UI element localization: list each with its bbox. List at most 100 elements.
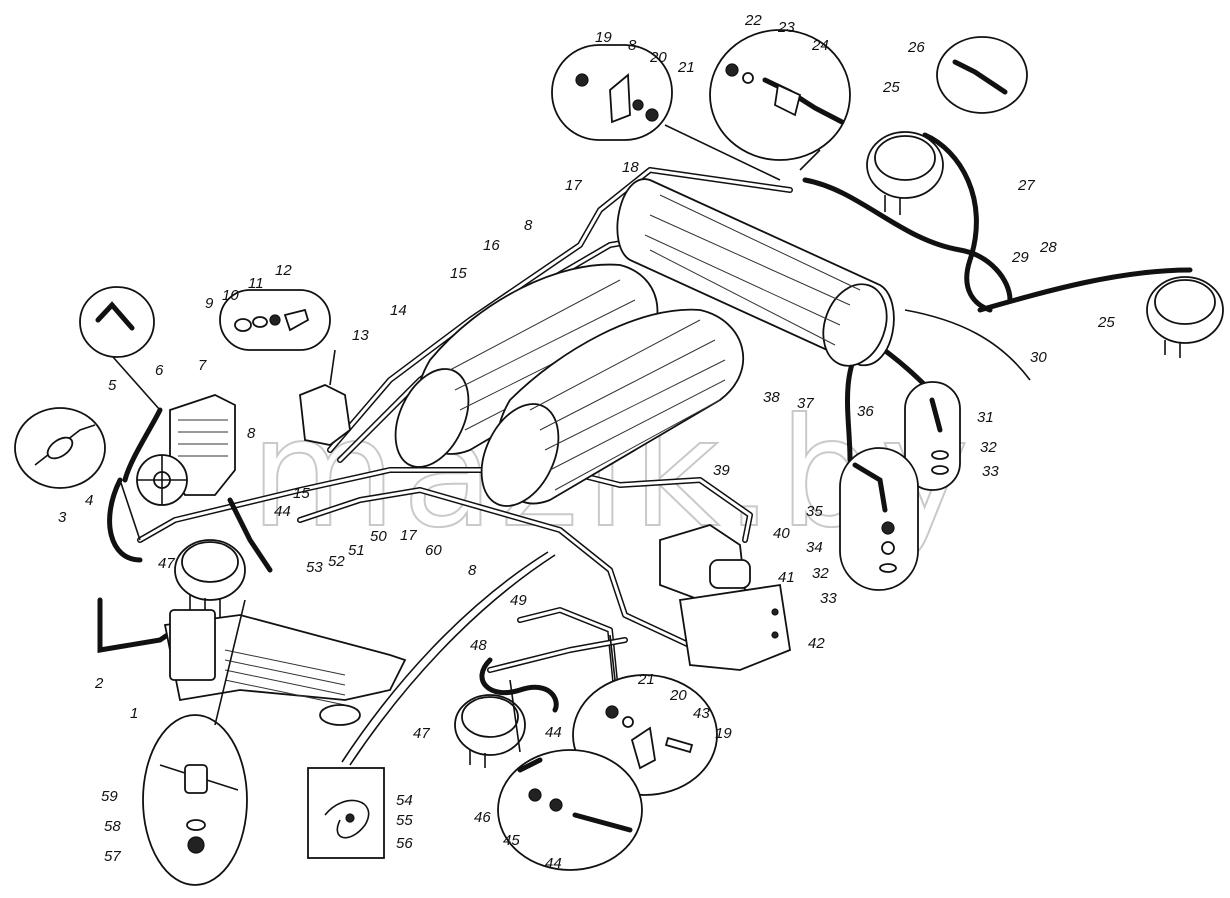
- label-5: 5: [108, 377, 117, 394]
- callout-3: [14, 407, 106, 489]
- label-60: 60: [425, 542, 442, 559]
- label-48: 48: [470, 637, 487, 654]
- label-26: 26: [907, 39, 925, 56]
- label-45: 45: [503, 832, 520, 849]
- leader-lines: [112, 124, 821, 753]
- callout-9-12: [219, 289, 331, 351]
- label-12: 12: [275, 262, 292, 279]
- label-40: 40: [773, 525, 790, 542]
- label-56: 56: [396, 835, 413, 852]
- label-21-top: 21: [677, 59, 695, 76]
- label-20-top: 20: [649, 49, 667, 66]
- label-27: 27: [1017, 177, 1035, 194]
- brake-chamber-47-front-right: [454, 694, 526, 768]
- label-33-lower: 33: [820, 590, 837, 607]
- callout-57-59: [142, 714, 248, 886]
- label-35: 35: [806, 503, 823, 520]
- label-41: 41: [778, 569, 795, 586]
- callout-19-21-top: [551, 44, 673, 141]
- label-15-left: 15: [293, 485, 310, 502]
- label-29: 29: [1011, 249, 1029, 266]
- label-15-top: 15: [450, 265, 467, 282]
- label-4: 4: [85, 492, 93, 509]
- label-31: 31: [977, 409, 994, 426]
- label-46: 46: [474, 809, 491, 826]
- label-47-bottom: 47: [413, 725, 430, 742]
- label-14: 14: [390, 302, 407, 319]
- label-55: 55: [396, 812, 413, 829]
- label-9: 9: [205, 295, 214, 312]
- label-6: 6: [155, 362, 164, 379]
- label-49: 49: [510, 592, 527, 609]
- pipelines: [97, 132, 1193, 766]
- label-59: 59: [101, 788, 118, 805]
- brake-chamber-47-front-left: [174, 539, 246, 618]
- label-50: 50: [370, 528, 387, 545]
- label-53: 53: [306, 559, 323, 576]
- label-36: 36: [857, 403, 874, 420]
- label-57: 57: [104, 848, 121, 865]
- label-17-bottom: 17: [400, 527, 417, 544]
- label-54: 54: [396, 792, 413, 809]
- label-1: 1: [130, 705, 138, 722]
- label-3: 3: [58, 509, 67, 526]
- label-43: 43: [693, 705, 710, 722]
- label-33-right: 33: [982, 463, 999, 480]
- callout-44-46: [497, 749, 643, 871]
- label-52: 52: [328, 553, 345, 570]
- callout-31-33: [904, 381, 961, 491]
- label-38: 38: [763, 389, 780, 406]
- label-30: 30: [1030, 349, 1047, 366]
- label-13: 13: [352, 327, 369, 344]
- frame-section-1: [163, 609, 407, 726]
- label-32-right: 32: [980, 439, 997, 456]
- label-34: 34: [806, 539, 823, 556]
- label-18: 18: [622, 159, 639, 176]
- part-number-labels: 1 2 3 4 5 6 7 8 8 8 8 9 10 11 12 13 14 1…: [58, 12, 1115, 872]
- label-39: 39: [713, 462, 730, 479]
- label-8-top: 8: [524, 217, 533, 234]
- label-51: 51: [348, 542, 365, 559]
- compressor-7: [136, 394, 236, 506]
- label-44-left: 44: [274, 503, 291, 520]
- label-19-top: 19: [595, 29, 612, 46]
- air-tank-18: [616, 178, 895, 367]
- label-2: 2: [94, 675, 104, 692]
- label-19-bottom: 19: [715, 725, 732, 742]
- label-10: 10: [222, 287, 239, 304]
- label-7: 7: [198, 357, 207, 374]
- label-25-right: 25: [1097, 314, 1115, 331]
- label-20-bottom: 20: [669, 687, 687, 704]
- label-23: 23: [777, 19, 795, 36]
- bracket-42: [678, 583, 791, 671]
- callout-6: [79, 286, 155, 358]
- air-tank-16-lower: [480, 308, 745, 507]
- label-22: 22: [744, 12, 762, 29]
- label-11: 11: [248, 275, 264, 292]
- label-25-top: 25: [882, 79, 900, 96]
- label-42: 42: [808, 635, 825, 652]
- brake-valve-41: [659, 524, 751, 601]
- label-24: 24: [811, 37, 829, 54]
- label-32-lower: 32: [812, 565, 829, 582]
- callout-54-56: [307, 767, 385, 859]
- label-47-left: 47: [158, 555, 175, 572]
- valve-13: [299, 384, 351, 446]
- label-17-top: 17: [565, 177, 582, 194]
- label-8-bottom: 8: [468, 562, 477, 579]
- label-8-callout: 8: [628, 37, 637, 54]
- brake-chamber-25-rear-right: [1146, 276, 1224, 358]
- label-44-middle: 44: [545, 724, 562, 741]
- callout-26: [936, 36, 1028, 114]
- label-28: 28: [1039, 239, 1057, 256]
- label-8-left: 8: [247, 425, 256, 442]
- callout-22-24: [709, 29, 851, 161]
- label-21-bottom: 21: [637, 671, 655, 688]
- label-16: 16: [483, 237, 500, 254]
- callout-32-35: [839, 447, 919, 591]
- label-37: 37: [797, 395, 814, 412]
- label-44-bottom: 44: [545, 855, 562, 872]
- label-58: 58: [104, 818, 121, 835]
- brake-chamber-25-rear-left: [866, 131, 944, 215]
